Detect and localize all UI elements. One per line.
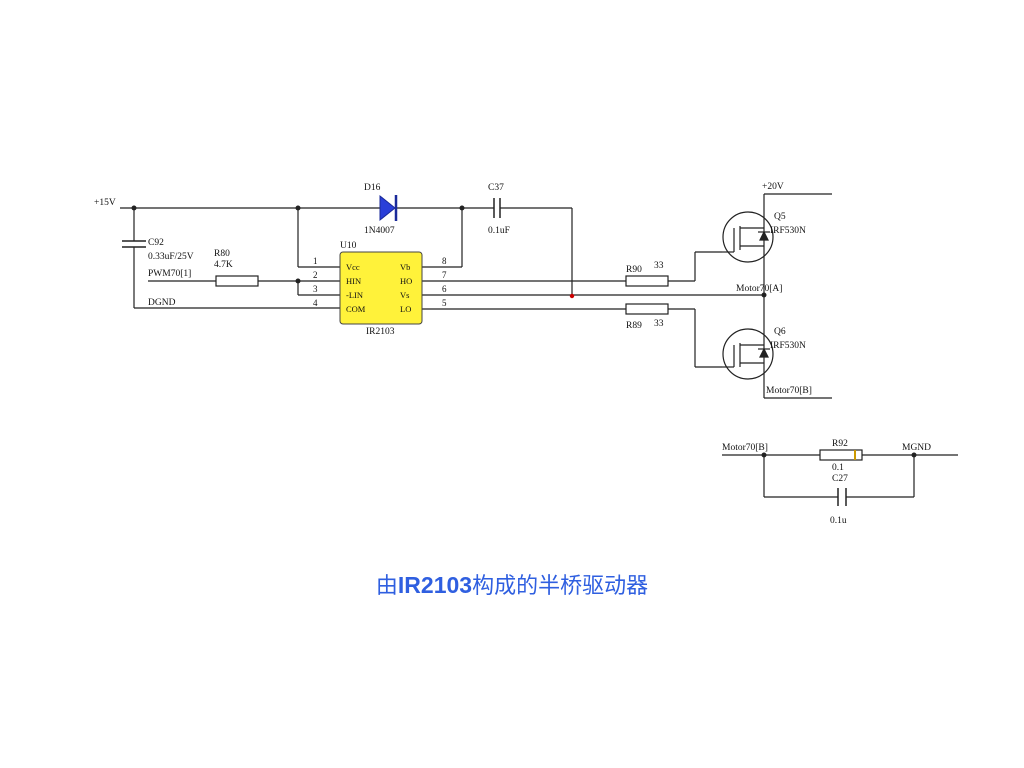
label-20v: +20V xyxy=(762,182,784,192)
pin-number: 8 xyxy=(442,256,447,266)
label-r89: R89 xyxy=(626,321,642,331)
label-motor-a: Motor70[A] xyxy=(736,284,782,294)
pin-name: -LIN xyxy=(346,290,363,300)
label-motor-b-shunt: Motor70[B] xyxy=(722,443,768,453)
label-c37: C37 xyxy=(488,183,504,193)
pin-number: 1 xyxy=(313,256,318,266)
junction-dots xyxy=(131,205,917,458)
pin-name: COM xyxy=(346,304,366,314)
label-c92: C92 xyxy=(148,238,164,248)
pin-number: 7 xyxy=(442,270,447,280)
pin-number: 6 xyxy=(442,284,447,294)
caption-prefix: 由 xyxy=(375,574,398,599)
label-r89-value: 33 xyxy=(654,319,664,329)
pin-name: Vs xyxy=(400,290,409,300)
mosfet-q6 xyxy=(722,328,774,380)
label-q5: Q5 xyxy=(774,212,786,222)
label-d16: D16 xyxy=(364,183,381,193)
resistor-r80 xyxy=(215,275,259,287)
capacitor-c92 xyxy=(122,240,146,248)
capacitor-c37 xyxy=(493,198,501,218)
pin-name: Vcc xyxy=(346,262,360,272)
pin-number: 2 xyxy=(313,270,318,280)
pin-number: 4 xyxy=(313,298,318,308)
label-r92: R92 xyxy=(832,439,848,449)
label-r92-value: 0.1 xyxy=(832,463,844,473)
label-q6-part: IRF530N xyxy=(770,341,806,351)
resistor-r89 xyxy=(625,303,669,315)
diode-d16 xyxy=(379,194,398,222)
resistor-r92 xyxy=(819,449,863,461)
label-mgnd: MGND xyxy=(902,443,931,453)
label-r80-value: 4.7K xyxy=(214,260,233,270)
label-c37-value: 0.1uF xyxy=(488,226,510,236)
caption-suffix: 构成的半桥驱动器 xyxy=(472,574,649,599)
label-dgnd: DGND xyxy=(148,298,176,308)
pin-name: HIN xyxy=(346,276,361,286)
label-pwm-input: PWM70[1] xyxy=(148,269,191,279)
label-q6: Q6 xyxy=(774,327,786,337)
pin-name: HO xyxy=(400,276,412,286)
capacitor-c27 xyxy=(837,488,847,506)
label-r90-value: 33 xyxy=(654,261,664,271)
slide-caption: 由IR2103构成的半桥驱动器 xyxy=(0,568,1024,600)
pin-name: LO xyxy=(400,304,411,314)
label-r80: R80 xyxy=(214,249,230,259)
label-r90: R90 xyxy=(626,265,642,275)
label-d16-part: 1N4007 xyxy=(364,226,395,236)
vs-junction-dot xyxy=(569,293,575,299)
label-q5-part: IRF530N xyxy=(770,226,806,236)
label-motor-b: Motor70[B] xyxy=(766,386,812,396)
label-c27-value: 0.1u xyxy=(830,516,847,526)
label-ic-part: IR2103 xyxy=(366,327,395,337)
caption-part-number: IR2103 xyxy=(397,572,473,598)
pin-number: 3 xyxy=(313,284,318,294)
label-c27: C27 xyxy=(832,474,848,484)
pin-name: Vb xyxy=(400,262,410,272)
label-c92-value: 0.33uF/25V xyxy=(148,252,194,262)
label-u10: U10 xyxy=(340,241,357,251)
label-15v: +15V xyxy=(94,198,116,208)
resistor-r90 xyxy=(625,275,669,287)
mosfet-q5 xyxy=(722,211,774,263)
pin-number: 5 xyxy=(442,298,447,308)
wires xyxy=(120,193,958,498)
ic-u10-body xyxy=(339,251,423,325)
